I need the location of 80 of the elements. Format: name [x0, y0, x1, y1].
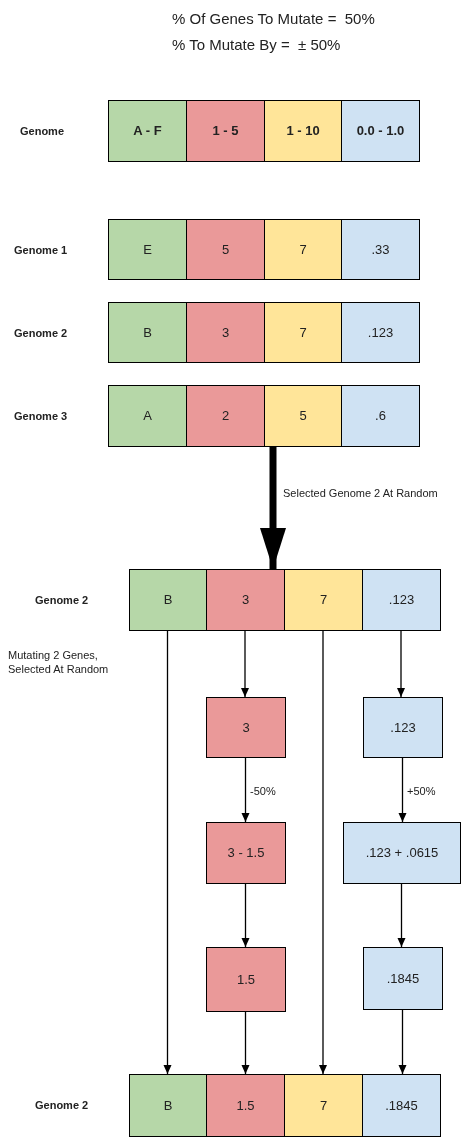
gene-value: .33: [371, 240, 390, 259]
gene-value: A: [143, 407, 152, 426]
row-label: Genome 1: [14, 243, 68, 258]
gene-cell: [341, 302, 420, 363]
gene-value: B: [143, 323, 152, 342]
note-text: Mutating 2 Genes, Selected At Random: [8, 648, 110, 676]
row-label: Genome 2: [14, 326, 68, 341]
gene-cell: [206, 569, 285, 631]
gene-cell: [108, 385, 187, 447]
gene-value: 7: [319, 591, 328, 610]
gene-value: B: [163, 1096, 173, 1115]
gene-value: 3: [241, 591, 250, 610]
arrow: [241, 630, 249, 698]
arrow: [163, 630, 172, 1075]
parameter-note: % Of Genes To Mutate = 50%: [172, 9, 375, 29]
gene-value: .123 + .0615: [365, 844, 439, 863]
arrow: [398, 1009, 407, 1075]
gene-value: 0.0 - 1.0: [356, 122, 405, 141]
gene-value: 7: [299, 240, 307, 259]
gene-value: .123: [367, 323, 394, 342]
gene-cell: [186, 100, 265, 162]
arrow: [397, 883, 406, 948]
arrow: [319, 630, 327, 1075]
arrow: [241, 1011, 250, 1075]
gene-cell: [206, 947, 286, 1012]
gene-cell: [362, 1074, 441, 1137]
arrow: [260, 447, 286, 569]
gene-value: A - F: [133, 122, 162, 141]
gene-cell: [341, 219, 420, 280]
gene-cell: [264, 219, 342, 280]
gene-cell: [108, 219, 187, 280]
gene-value: .1845: [385, 1096, 418, 1115]
gene-cell: [129, 569, 207, 631]
arrow: [241, 883, 250, 948]
gene-value: 1.5: [236, 970, 256, 989]
gene-value: 2: [221, 407, 230, 426]
gene-cell: [186, 219, 265, 280]
gene-value: B: [163, 591, 173, 610]
arrow: [241, 757, 250, 823]
gene-value: 1 - 10: [286, 122, 320, 141]
gene-value: .6: [375, 407, 386, 426]
gene-cell: [206, 822, 286, 884]
gene-value: 7: [319, 1096, 328, 1115]
gene-value: E: [143, 240, 152, 259]
row-label: Genome 2: [35, 593, 89, 608]
gene-cell: [341, 385, 420, 447]
gene-cell: [343, 822, 461, 884]
gene-value: 1.5: [236, 1096, 255, 1115]
gene-value: 3: [221, 323, 230, 342]
gene-value: 5: [221, 240, 230, 259]
gene-cell: [341, 100, 420, 162]
gene-value: 7: [299, 323, 307, 342]
gene-cell: [206, 1074, 285, 1137]
gene-cell: [264, 385, 342, 447]
gene-cell: [108, 100, 187, 162]
gene-cell: [186, 302, 265, 363]
gene-cell: [264, 302, 342, 363]
row-label: Genome 2: [35, 1098, 89, 1113]
gene-cell: [362, 569, 441, 631]
row-label: Genome 3: [14, 409, 68, 424]
parameter-note: % To Mutate By = ± 50%: [172, 35, 341, 55]
arrow: [397, 630, 405, 698]
gene-cell: [363, 697, 443, 758]
gene-cell: [363, 947, 443, 1010]
gene-value: 3: [242, 718, 250, 737]
gene-value: 1 - 5: [212, 122, 239, 141]
gene-value: .123: [388, 591, 415, 610]
gene-cell: [108, 302, 187, 363]
gene-value: 3 - 1.5: [227, 844, 265, 863]
row-label: Genome: [20, 124, 64, 139]
arrow: [398, 757, 407, 823]
gene-cell: [284, 1074, 363, 1137]
gene-value: .1845: [386, 969, 420, 988]
gene-cell: [284, 569, 363, 631]
gene-cell: [264, 100, 342, 162]
gene-cell: [186, 385, 265, 447]
gene-value: .123: [390, 718, 416, 737]
gene-value: 5: [299, 407, 307, 426]
gene-cell: [206, 697, 286, 758]
gene-cell: [129, 1074, 207, 1137]
